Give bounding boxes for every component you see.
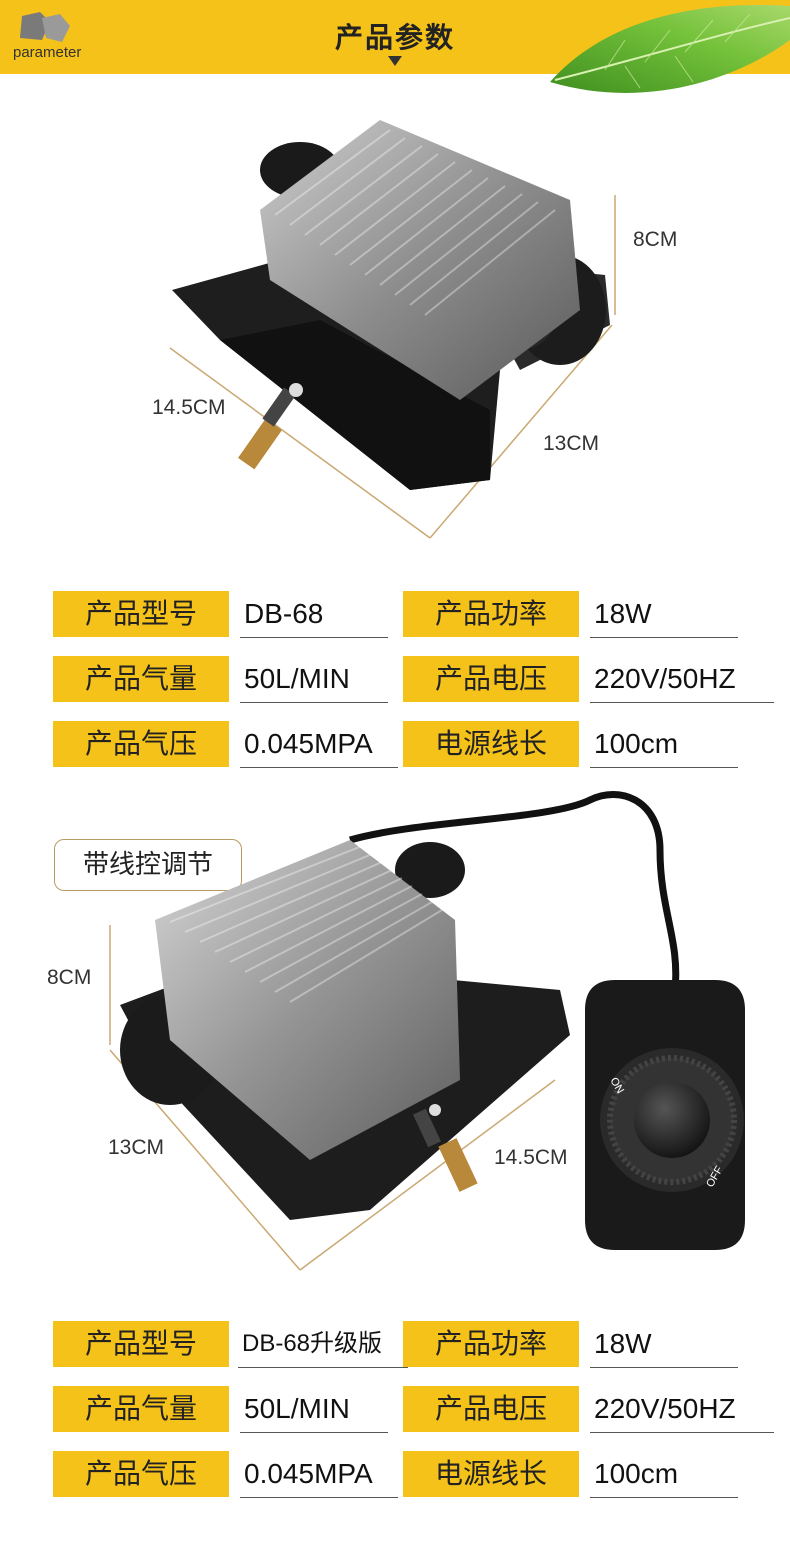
- spec-value: 18W: [590, 591, 738, 638]
- header-subtitle: parameter: [13, 44, 82, 61]
- down-arrow-icon: [388, 56, 402, 66]
- spec-row: 产品气量 50L/MIN 产品电压 220V/50HZ: [0, 656, 790, 703]
- spec-value: DB-68: [240, 591, 388, 638]
- dimension-height: 8CM: [633, 228, 678, 251]
- spec-row: 产品气量 50L/MIN 产品电压 220V/50HZ: [0, 1386, 790, 1433]
- spec-label: 产品功率: [403, 1321, 579, 1367]
- spec-label: 电源线长: [403, 721, 579, 767]
- dimension-width-2: 13CM: [108, 1136, 165, 1159]
- wired-control-badge: 带线控调节: [54, 839, 242, 891]
- spec-label: 产品气量: [53, 1386, 229, 1432]
- air-pump-controller-drawing: ON OFF: [109, 790, 745, 1271]
- spec-value: 18W: [590, 1321, 738, 1368]
- air-pump-drawing: [169, 120, 616, 539]
- spec-label: 产品电压: [403, 1386, 579, 1432]
- spec-value: 220V/50HZ: [590, 1386, 774, 1433]
- spec-row: 产品型号 DB-68升级版 产品功率 18W: [0, 1321, 790, 1368]
- spec-value: 50L/MIN: [240, 1386, 388, 1433]
- pentagon-logo-icon: [20, 12, 70, 42]
- dimension-length: 14.5CM: [152, 396, 226, 419]
- air-pump-image: [160, 110, 630, 550]
- spec-label: 产品功率: [403, 591, 579, 637]
- spec-label: 产品气压: [53, 1451, 229, 1497]
- spec-value: 0.045MPA: [240, 721, 398, 768]
- dimension-height-2: 8CM: [47, 966, 92, 989]
- spec-row: 产品气压 0.045MPA 电源线长 100cm: [0, 1451, 790, 1498]
- page-title: 产品参数: [334, 21, 455, 54]
- spec-label: 产品型号: [53, 1321, 229, 1367]
- spec-value: 0.045MPA: [240, 1451, 398, 1498]
- spec-value: DB-68升级版: [238, 1321, 408, 1368]
- dimension-width: 13CM: [543, 432, 600, 455]
- air-pump-with-controller-image: ON OFF: [100, 780, 760, 1280]
- spec-value: 220V/50HZ: [590, 656, 774, 703]
- spec-value: 100cm: [590, 721, 738, 768]
- spec-row: 产品气压 0.045MPA 电源线长 100cm: [0, 721, 790, 768]
- leaf-icon: [550, 4, 790, 93]
- spec-value: 50L/MIN: [240, 656, 388, 703]
- spec-row: 产品型号 DB-68 产品功率 18W: [0, 591, 790, 638]
- spec-label: 产品气量: [53, 656, 229, 702]
- dimension-length-2: 14.5CM: [494, 1146, 568, 1169]
- spec-label: 产品型号: [53, 591, 229, 637]
- spec-label: 电源线长: [403, 1451, 579, 1497]
- spec-label: 产品电压: [403, 656, 579, 702]
- spec-label: 产品气压: [53, 721, 229, 767]
- spec-value: 100cm: [590, 1451, 738, 1498]
